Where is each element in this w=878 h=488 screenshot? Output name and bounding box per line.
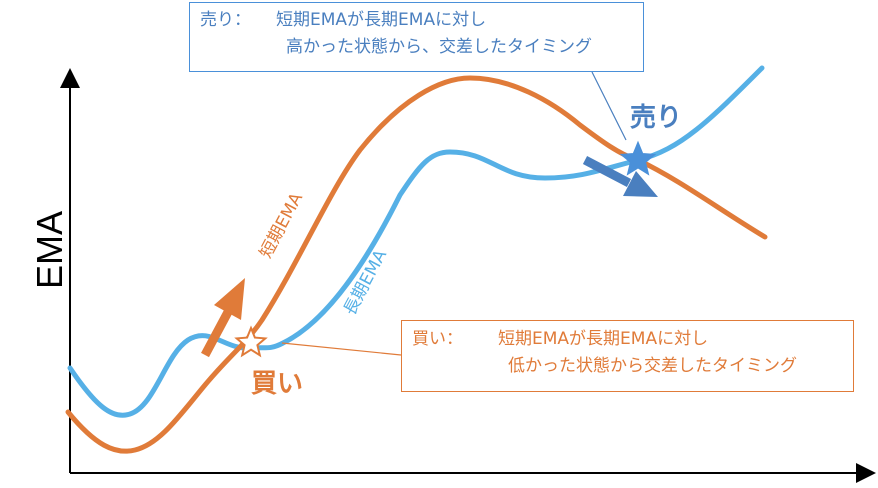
buy-callout-line1: 短期EMAが長期EMAに対し <box>498 329 709 349</box>
sell-callout-line2: 高かった状態から、交差したタイミング <box>286 37 592 57</box>
sell-arrow-shaft <box>582 156 632 187</box>
sell-callout-key: 売り： <box>200 10 251 30</box>
sell-marker-label: 売り <box>630 103 682 133</box>
buy-marker-label: 買い <box>251 369 303 399</box>
sell-arrow-head <box>623 171 658 197</box>
y-axis-label: EMA <box>29 211 70 289</box>
buy-arrow-head <box>214 278 245 320</box>
buy-callout-row1: 買い： 短期EMAが長期EMAに対し <box>412 326 843 353</box>
sell-star-icon <box>619 140 657 176</box>
sell-callout: 売り： 短期EMAが長期EMAに対し 高かった状態から、交差したタイミング <box>189 2 644 72</box>
sell-callout-line1: 短期EMAが長期EMAに対し <box>276 10 487 30</box>
buy-leader-line <box>281 342 402 356</box>
buy-callout-line2: 低かった状態から交差したタイミング <box>508 356 797 376</box>
sell-leader-line <box>591 71 627 141</box>
sell-callout-row1: 売り： 短期EMAが長期EMAに対し <box>200 7 633 34</box>
short-ema-curve <box>65 75 768 454</box>
buy-callout: 買い： 短期EMAが長期EMAに対し 低かった状態から交差したタイミング <box>401 320 854 392</box>
buy-callout-key: 買い： <box>412 329 463 349</box>
buy-star-icon <box>234 325 268 358</box>
buy-arrow-shaft <box>201 309 232 358</box>
